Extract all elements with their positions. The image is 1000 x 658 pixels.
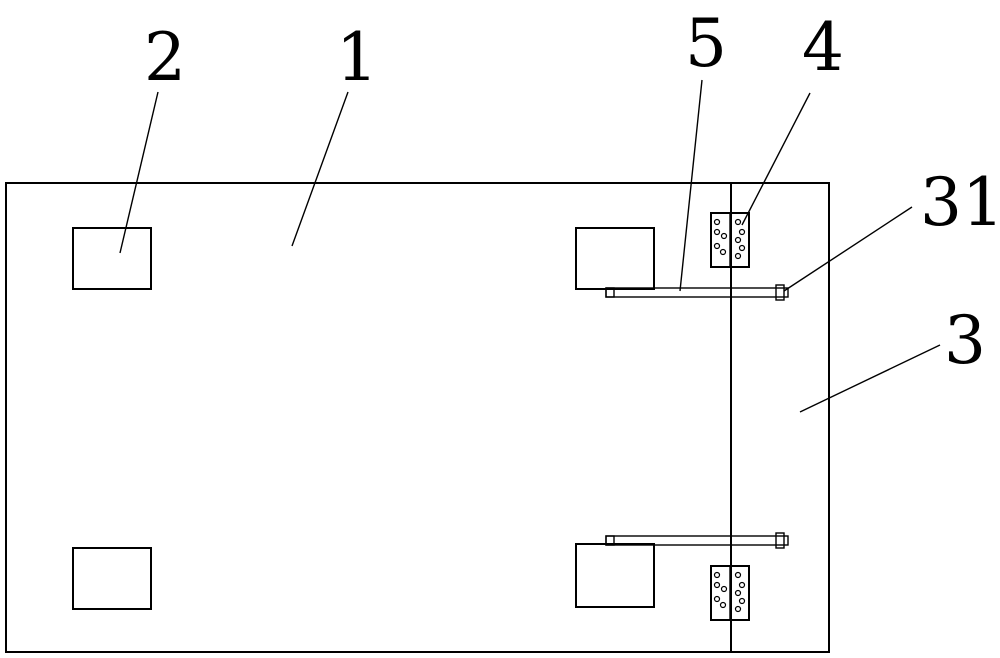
hinge-bottom [711, 566, 749, 620]
label-4: 4 [802, 9, 844, 86]
bar-bottom [606, 533, 788, 548]
label-5: 5 [685, 5, 727, 82]
label-3: 3 [944, 302, 986, 379]
block-bottom-left [73, 548, 151, 609]
block-top-left [73, 228, 151, 289]
leader-3 [800, 345, 940, 412]
label-2: 2 [144, 19, 186, 96]
leader-5 [680, 80, 702, 291]
leader-31 [784, 207, 912, 291]
block-bottom-right [576, 544, 654, 607]
leader-4 [742, 93, 810, 225]
bar-top [606, 285, 788, 300]
label-31: 31 [920, 164, 1000, 241]
label-1: 1 [336, 19, 378, 96]
leader-1 [292, 92, 348, 246]
main-body [6, 183, 829, 652]
block-top-right [576, 228, 654, 289]
